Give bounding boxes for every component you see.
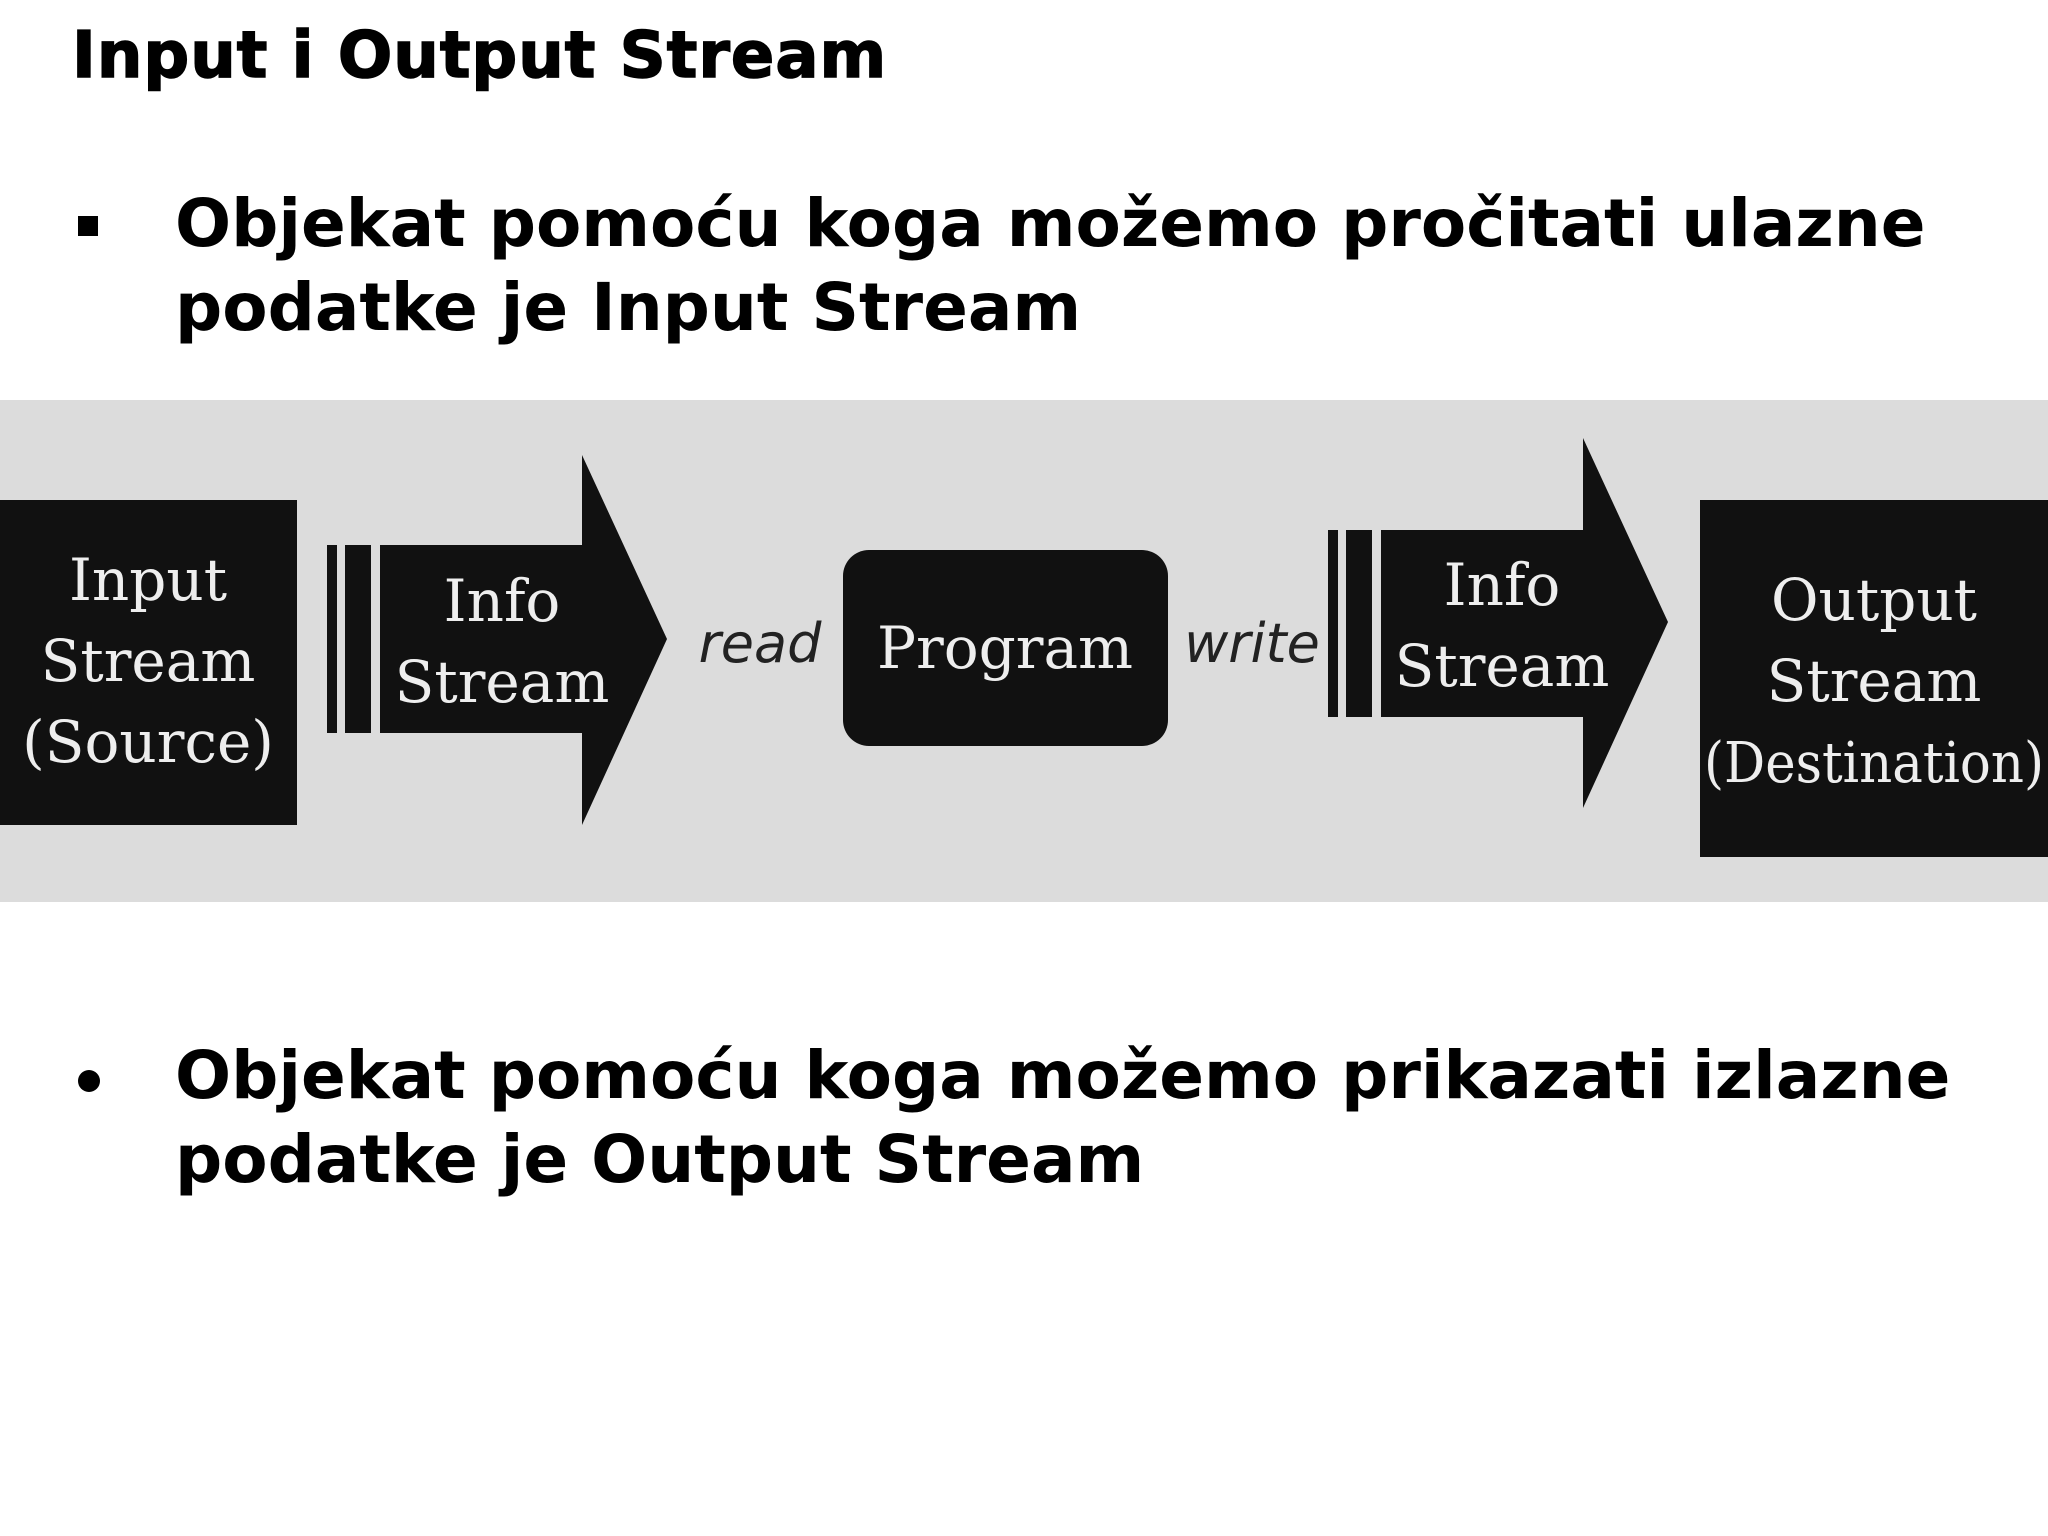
input-arrow-icon — [327, 455, 667, 825]
bullet-1-line-2: podatke je Input Stream — [175, 269, 1082, 346]
program-box — [843, 550, 1168, 746]
stream-diagram: Input Stream (Source) Info Stream read P… — [0, 400, 2048, 902]
input-arrow-line-2: Stream — [395, 648, 610, 716]
bullet-square-icon — [78, 216, 98, 236]
bullet-2-line-2: podatke je Output Stream — [175, 1121, 1145, 1198]
destination-box — [1700, 500, 2048, 857]
slide-title: Input i Output Stream — [71, 18, 888, 94]
source-box-line-1: Input — [69, 546, 227, 614]
source-box — [0, 500, 297, 825]
read-label: read — [699, 612, 823, 675]
source-box-line-2: Stream — [41, 627, 256, 695]
bullet-round-icon — [78, 1070, 100, 1092]
output-arrow-line-2: Stream — [1395, 632, 1610, 700]
destination-box-line-3: (Destination) — [1704, 731, 2044, 796]
write-label: write — [1184, 612, 1320, 675]
destination-box-line-1: Output — [1771, 566, 1977, 634]
bullet-2-line-1: Objekat pomoću koga možemo prikazati izl… — [175, 1037, 1951, 1114]
input-arrow-line-1: Info — [444, 567, 561, 635]
source-box-line-3: (Source) — [22, 708, 274, 776]
bullet-1-line-1: Objekat pomoću koga možemo pročitati ula… — [175, 185, 1926, 262]
bullet-1-text: Objekat pomoću koga možemo pročitati ula… — [175, 182, 2025, 350]
bullet-2-text: Objekat pomoću koga možemo prikazati izl… — [175, 1034, 2025, 1202]
destination-box-line-2: Stream — [1767, 647, 1982, 715]
output-arrow-line-1: Info — [1444, 551, 1561, 619]
program-box-label: Program — [877, 614, 1133, 682]
output-arrow-icon — [1328, 438, 1668, 808]
